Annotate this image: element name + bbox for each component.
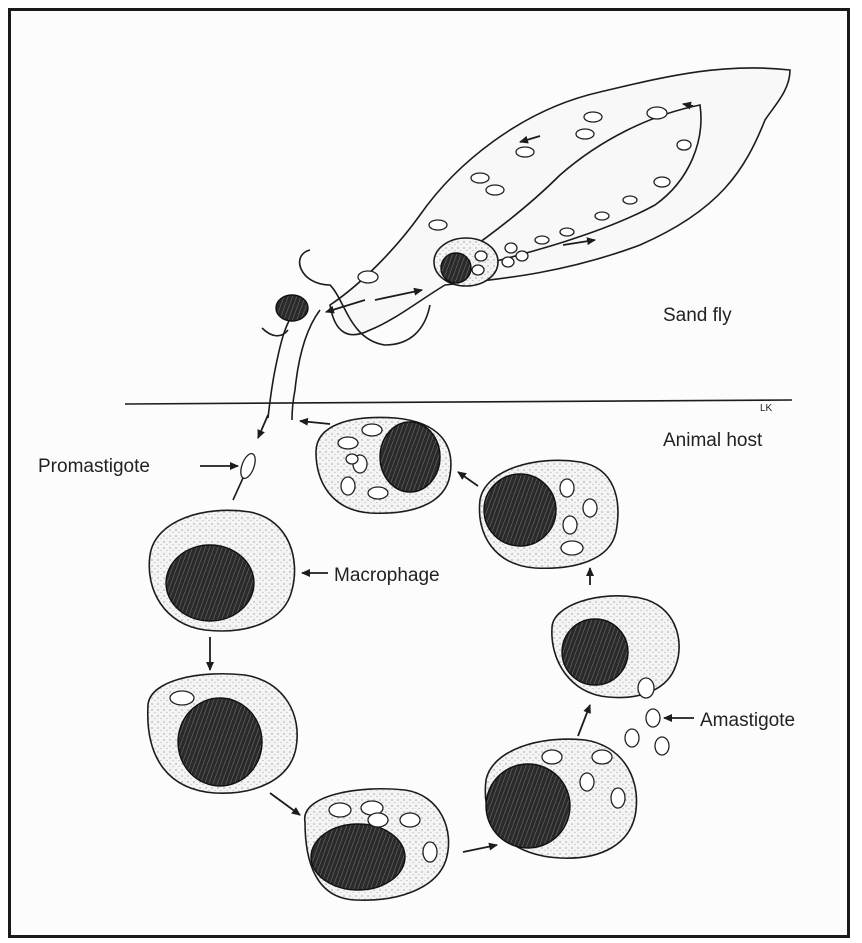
sand-fly-gut [262,68,790,420]
free-amastigotes [625,709,669,755]
promastigote-cell [238,452,258,481]
label-promastigote: Promastigote [38,456,150,477]
label-macrophage: Macrophage [334,565,440,586]
macrophage-cell-6 [479,460,617,568]
illustrator-initials: LK [760,403,773,414]
macrophage-cell-4 [485,739,636,858]
macrophage-cell-1 [149,510,294,631]
label-amastigote: Amastigote [700,710,795,731]
macrophage-cell-5 [552,596,679,698]
label-sand-fly: Sand fly [663,305,732,326]
label-animal-host: Animal host [663,430,763,451]
macrophage-cell-7 [316,417,451,513]
boundary-line [125,400,792,404]
macrophage-cell-3 [305,789,449,900]
macrophage-cell-2 [148,674,297,793]
